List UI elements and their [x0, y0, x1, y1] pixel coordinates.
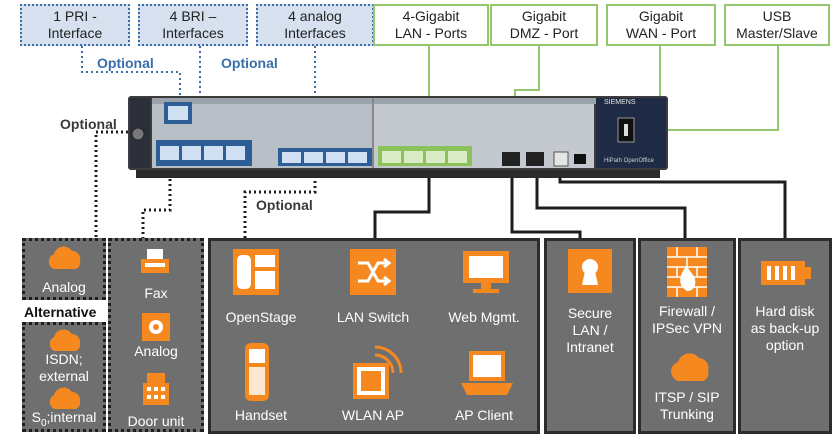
- openstage-phone-icon: [233, 249, 279, 295]
- lan-switch-label: LAN Switch: [336, 309, 410, 325]
- lan-ports-label: 4-Gigabit LAN - Ports: [373, 4, 489, 46]
- cloud-icon: [667, 349, 711, 383]
- itsp-label: ITSP / SIP Trunking: [654, 389, 720, 422]
- analog-phone-icon: [142, 313, 170, 341]
- bri-interfaces-label: 4 BRI – Interfaces: [138, 4, 248, 46]
- device-model: HiPath OpenOffice: [604, 158, 654, 164]
- wlan-ap-label: WLAN AP: [341, 407, 405, 423]
- openstage-label: OpenStage: [225, 309, 297, 325]
- harddisk-battery-icon: [761, 259, 811, 287]
- secure-lan-label: Secure LAN / Intranet: [566, 305, 614, 355]
- optional-label-pri: Optional: [97, 55, 154, 71]
- isdn-panel: ISDN; external S0;internal: [22, 322, 106, 432]
- secure-lock-icon: [568, 249, 612, 293]
- cloud-icon: [44, 245, 84, 271]
- web-mgmt-label: Web Mgmt.: [448, 309, 520, 325]
- dmz-panel: Secure LAN / Intranet: [544, 238, 636, 434]
- door-unit-icon: [143, 373, 169, 405]
- web-management-icon: [463, 249, 509, 295]
- ap-client-laptop-icon: [461, 351, 513, 397]
- dmz-port-label: Gigabit DMZ - Port: [490, 4, 598, 46]
- door-unit-label: Door unit: [127, 413, 185, 429]
- device-chassis: SIEMENS HiPath OpenOffice: [128, 96, 668, 180]
- optional-label-analog: Optional: [221, 55, 278, 71]
- device-brand: SIEMENS: [604, 99, 636, 106]
- firewall-label: Firewall / IPSec VPN: [651, 303, 723, 336]
- terminals-panel: Fax Analog Door unit: [108, 238, 204, 432]
- optional-label-left: Optional: [60, 116, 117, 132]
- wlan-ap-icon: [347, 341, 407, 401]
- analog-interfaces-label: 4 analog Interfaces: [256, 4, 374, 46]
- analog-line-panel: Analog: [22, 238, 106, 300]
- ap-client-label: AP Client: [454, 407, 514, 423]
- handset-icon: [245, 343, 269, 401]
- usb-panel: Hard disk as back-up option: [738, 238, 832, 434]
- cloud-icon: [44, 329, 84, 353]
- cloud-icon: [44, 387, 84, 411]
- analog-line-label: Analog: [42, 279, 86, 295]
- handset-label: Handset: [234, 407, 288, 423]
- pri-interface-label: 1 PRI - Interface: [20, 4, 130, 46]
- wan-port-label: Gigabit WAN - Port: [606, 4, 716, 46]
- fax-icon: [141, 249, 171, 275]
- analog-phone-label: Analog: [134, 343, 178, 359]
- lan-panel: OpenStage LAN Switch Web Mgmt. Handset W…: [208, 238, 540, 434]
- fax-label: Fax: [144, 285, 168, 301]
- alternative-label: Alternative: [24, 304, 97, 320]
- s0-internal-label: S0;internal: [31, 409, 97, 429]
- isdn-external-label: ISDN; external: [39, 351, 89, 384]
- wan-panel: Firewall / IPSec VPN ITSP / SIP Trunking: [638, 238, 736, 434]
- firewall-icon: [667, 247, 707, 297]
- optional-label-bottom: Optional: [256, 197, 313, 213]
- harddisk-label: Hard disk as back-up option: [750, 303, 820, 353]
- lan-switch-icon: [350, 249, 396, 295]
- usb-label: USB Master/Slave: [724, 4, 830, 46]
